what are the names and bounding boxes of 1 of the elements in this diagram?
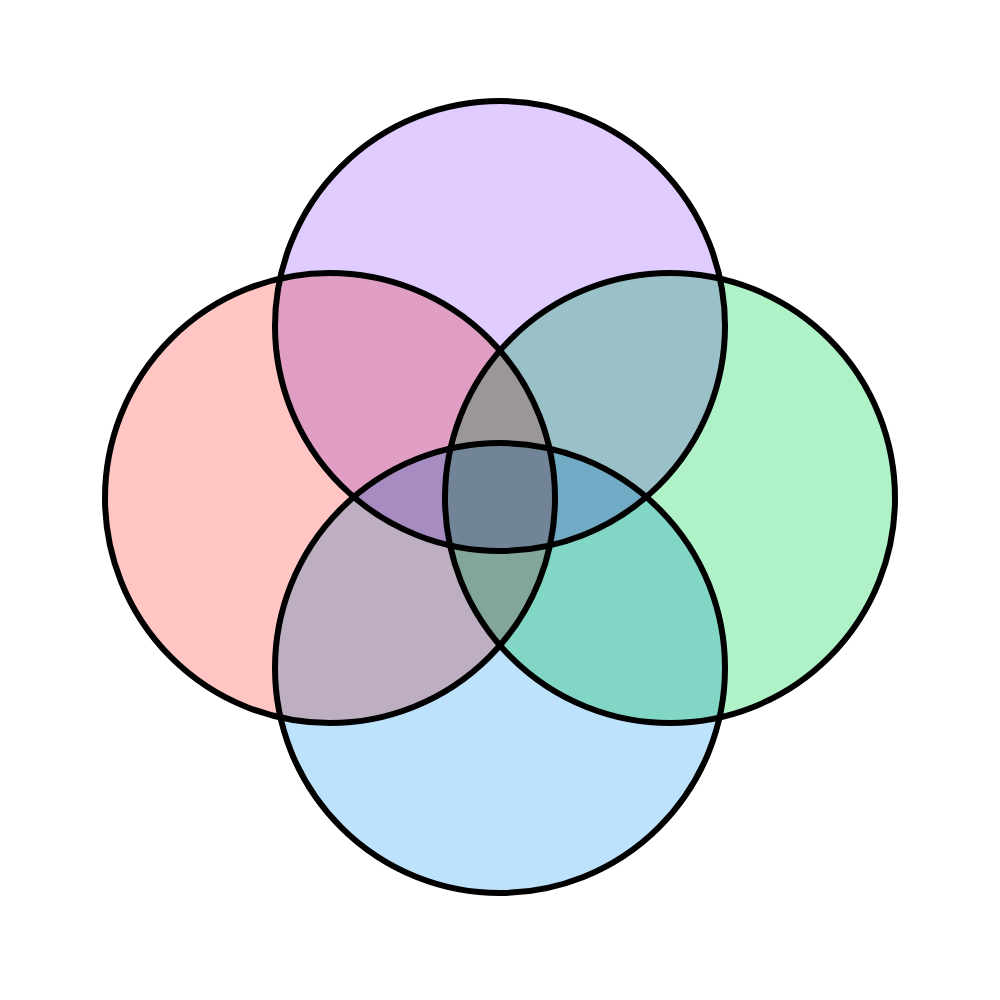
venn-circle: [272, 440, 728, 896]
